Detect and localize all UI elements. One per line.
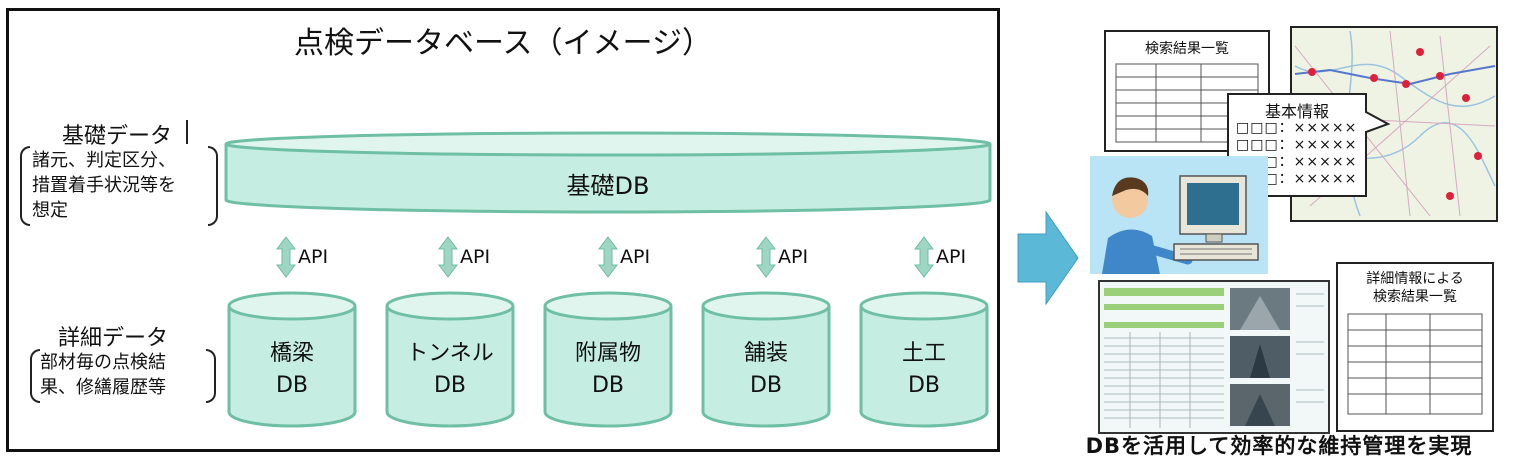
tunnel-db-label: トンネル DB xyxy=(384,338,516,402)
text-cursor xyxy=(186,120,188,144)
basic-db-cylinder xyxy=(224,131,992,214)
db-suffix: DB xyxy=(433,373,467,398)
keyboard xyxy=(1173,243,1259,261)
basic-desc-line: 諸元、判定区分、 xyxy=(32,150,176,171)
api-arrow-shape xyxy=(598,236,618,278)
api-label: API xyxy=(778,246,809,268)
search-results-title: 検索結果一覧 xyxy=(1145,41,1229,57)
person-at-computer-illustration xyxy=(1090,156,1268,274)
basic-desc-line: 措置着手状況等を xyxy=(32,175,176,196)
api-arrow-shape xyxy=(276,236,296,278)
db-name: 橋梁 xyxy=(269,341,314,366)
detail-desc-line: 部材毎の点検結 xyxy=(40,352,166,373)
basic-info-title: 基本情報 xyxy=(1264,102,1329,121)
bottom-caption: DBを活用して効率的な維持管理を実現 xyxy=(1085,434,1473,458)
person-hair xyxy=(1112,177,1149,196)
map-markers xyxy=(1308,48,1482,200)
api-arrow-shape xyxy=(438,236,458,278)
basic-info-row: □□□：××××× xyxy=(1236,137,1358,153)
pavement-db-cylinder xyxy=(701,291,831,428)
basic-data-description: 諸元、判定区分、 措置着手状況等を 想定 xyxy=(32,148,212,223)
detail-data-sheet xyxy=(1098,280,1330,434)
basic-db-cylinder-body xyxy=(224,144,992,214)
basic-info-rows: □□□：××××× □□□：××××× □□□：××××× □□□：××××× xyxy=(1236,120,1357,188)
api-label: API xyxy=(298,246,329,268)
map-route xyxy=(1294,65,1496,86)
tunnel-db-cylinder xyxy=(385,291,515,428)
detail-search-results-title-line: 詳細情報による xyxy=(1366,271,1464,287)
db-name: 舗装 xyxy=(743,341,788,366)
detail-search-results-table xyxy=(1347,313,1483,415)
person-body xyxy=(1102,229,1160,274)
earthwork-db-label: 土工 DB xyxy=(858,338,990,402)
api-label: API xyxy=(460,246,491,268)
db-suffix: DB xyxy=(749,373,783,398)
db-name: 附属物 xyxy=(574,341,641,366)
pavement-db-label: 舗装 DB xyxy=(700,338,832,402)
api-arrow-icon xyxy=(756,236,776,278)
attachment-db-label: 附属物 DB xyxy=(542,338,674,402)
basic-desc-bracket-left xyxy=(20,146,30,226)
detail-search-results-title-line: 検索結果一覧 xyxy=(1373,289,1457,305)
basic-db-label: 基礎DB xyxy=(566,172,650,200)
db-suffix: DB xyxy=(907,373,941,398)
detail-search-results-sheet: 詳細情報による 検索結果一覧 xyxy=(1336,262,1494,432)
api-label: API xyxy=(936,246,967,268)
api-arrow-icon xyxy=(598,236,618,278)
earthwork-db-cylinder xyxy=(859,291,989,428)
api-arrow-icon xyxy=(276,236,296,278)
api-arrow-shape xyxy=(914,236,934,278)
detail-search-results-title: 詳細情報による 検索結果一覧 xyxy=(1338,270,1492,306)
basic-data-title: 基礎データ xyxy=(62,124,173,149)
detail-desc-line: 果、修繕履歴等 xyxy=(40,377,166,398)
api-label: API xyxy=(620,246,651,268)
basic-db-cylinder-top xyxy=(224,131,992,157)
detail-desc-bracket-left xyxy=(30,349,40,403)
db-suffix: DB xyxy=(591,373,625,398)
diagram-title: 点検データベース（イメージ） xyxy=(294,26,712,61)
detail-data-title: 詳細データ xyxy=(58,326,169,351)
db-suffix: DB xyxy=(275,373,309,398)
api-arrow-icon xyxy=(438,236,458,278)
db-name: 土工 xyxy=(901,341,946,366)
basic-desc-line: 想定 xyxy=(32,200,68,221)
flow-arrow-icon xyxy=(1017,210,1079,306)
bridge-db-cylinder xyxy=(227,291,357,428)
detail-data-description: 部材毎の点検結 果、修繕履歴等 xyxy=(40,350,210,400)
detail-sheet-content xyxy=(1104,288,1324,428)
basic-info-row: □□□：××××× xyxy=(1236,120,1358,136)
api-arrow-icon xyxy=(914,236,934,278)
attachment-db-cylinder xyxy=(543,291,673,428)
db-name: トンネル xyxy=(406,341,494,366)
monitor-screen xyxy=(1187,183,1239,225)
api-arrow-shape xyxy=(756,236,776,278)
bridge-db-label: 橋梁 DB xyxy=(226,338,358,402)
